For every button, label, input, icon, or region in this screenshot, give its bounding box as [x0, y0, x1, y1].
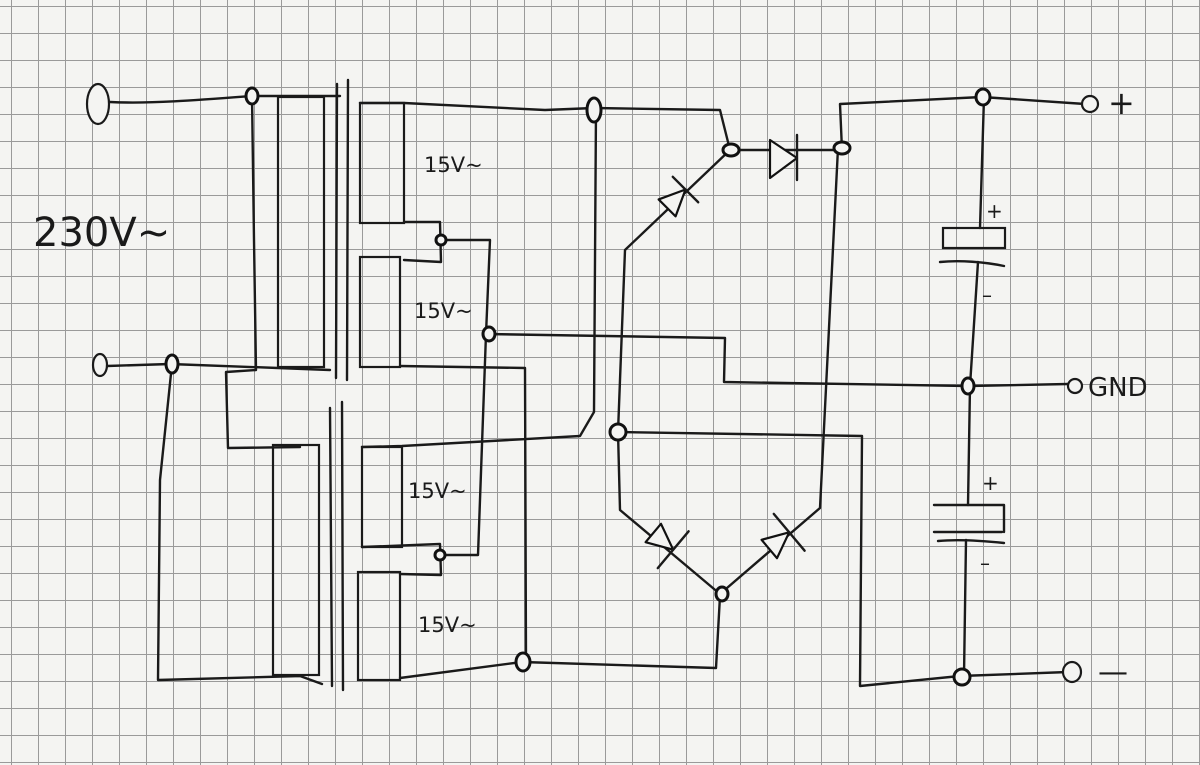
wire-ct-top	[484, 332, 1070, 388]
capacitor-top-minus-label: –	[982, 283, 992, 307]
junction-dot	[832, 140, 852, 156]
wire-primary-bottom-down	[156, 362, 324, 686]
output-terminal-plus	[1080, 94, 1100, 114]
wire-bridge-left	[616, 148, 732, 596]
diode-bridge-upper-left	[657, 175, 700, 218]
output-terminal-minus	[1061, 660, 1083, 684]
transformer1-primary-winding	[276, 95, 326, 369]
junction-dot	[585, 96, 603, 124]
diode-bridge-lower-right	[760, 512, 806, 560]
mains-voltage-label: 230V~	[33, 210, 170, 256]
output-gnd-label: GND	[1088, 373, 1148, 403]
transformer1-secondary-winding-a	[358, 101, 406, 225]
wire-sec-bottom	[398, 594, 722, 680]
output-plus-label: +	[1108, 84, 1135, 122]
transformer2-core-2	[340, 400, 345, 692]
capacitor-top	[938, 226, 1007, 268]
wire-bridge-out-bottom	[616, 430, 1070, 688]
transformer2-secondary-winding-a	[360, 445, 404, 549]
output-terminal-gnd	[1066, 377, 1084, 395]
junction-dot	[481, 325, 497, 343]
capacitor-bottom	[932, 503, 1006, 545]
transformer1-core-2	[345, 78, 350, 382]
output-minus-label: —	[1098, 655, 1128, 690]
wire-out-plus	[838, 95, 1087, 152]
transformer2-core-1	[328, 406, 334, 688]
secondary-voltage-label-1: 15V~	[424, 153, 483, 177]
wire-ct-down	[438, 332, 488, 557]
junction-dot	[721, 142, 741, 158]
junction-dot	[714, 585, 730, 603]
wire-sec-t1-b-out	[398, 364, 528, 664]
diode-top-horizontal	[768, 133, 799, 182]
junction-dot	[514, 651, 532, 673]
secondary-voltage-label-3: 15V~	[408, 479, 467, 503]
transformer1-secondary-winding-b	[358, 255, 402, 369]
junction-dot	[244, 86, 260, 106]
junction-dot	[434, 233, 448, 247]
wire-bridge-right	[718, 146, 840, 596]
junction-dot	[608, 422, 628, 442]
junction-dot	[952, 667, 972, 687]
mains-terminal-bottom	[91, 352, 109, 378]
wire-primary-top-down	[224, 94, 302, 450]
capacitor-bottom-minus-label: –	[980, 551, 990, 575]
transformer2-primary-winding	[271, 443, 321, 677]
junction-dot	[164, 353, 180, 375]
wire-sec-tap1-right	[439, 238, 492, 336]
junction-dot	[974, 87, 992, 107]
transformer1-core-1	[334, 82, 339, 380]
wire-sec-tap2	[360, 542, 443, 577]
junction-dot	[960, 376, 976, 396]
junction-dot	[433, 548, 447, 562]
wire-primary-bottom	[105, 362, 332, 372]
mains-terminal-top	[85, 82, 111, 126]
diode-bridge-lower-left	[644, 522, 690, 570]
wire-sec-t2-top	[360, 106, 598, 449]
secondary-voltage-label-2: 15V~	[414, 299, 473, 323]
capacitor-bottom-plus-label: +	[982, 471, 999, 495]
transformer2-secondary-winding-b	[356, 570, 402, 682]
secondary-voltage-label-4: 15V~	[418, 613, 477, 637]
wire-sec-top	[358, 101, 732, 152]
capacitor-top-plus-label: +	[986, 199, 1003, 223]
